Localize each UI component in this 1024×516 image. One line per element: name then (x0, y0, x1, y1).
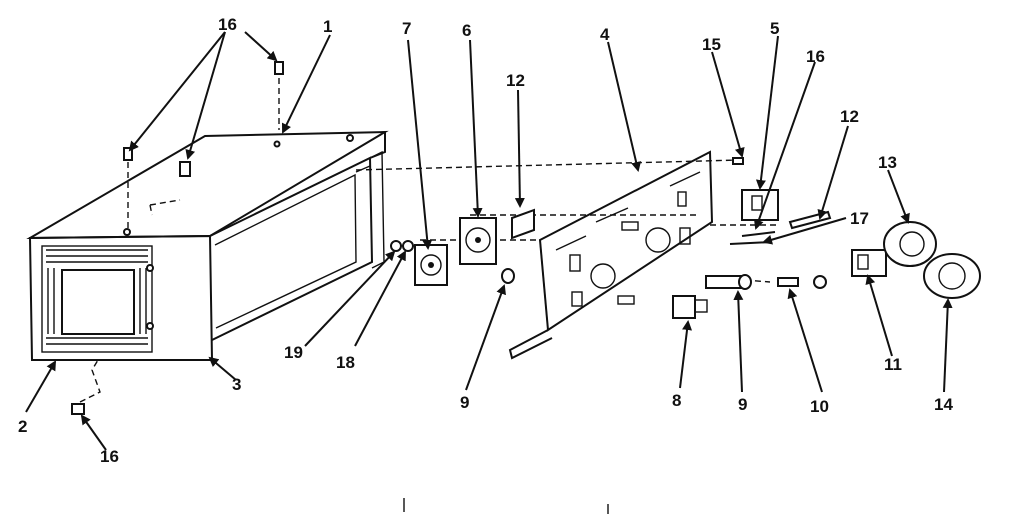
callout-12-right: 12 (840, 107, 859, 126)
screw-16-right (274, 61, 284, 130)
leader-lines (25, 31, 953, 451)
part-14-gauge (923, 253, 981, 299)
part-15-screw (732, 157, 744, 165)
part-10-fuse (777, 275, 827, 289)
callout-16-bottom: 16 (100, 447, 119, 466)
screw-16-left (123, 147, 133, 228)
part-17-pins (729, 231, 776, 245)
callout-10: 10 (810, 397, 829, 416)
callout-17: 17 (850, 209, 869, 228)
callout-11: 11 (884, 355, 902, 374)
callout-13: 13 (878, 153, 897, 172)
callout-3: 3 (232, 375, 241, 394)
callout-18: 18 (336, 353, 355, 372)
callout-9-right: 9 (738, 395, 747, 414)
callout-16-right: 16 (806, 47, 825, 66)
part-9-fuse-holder (705, 274, 752, 290)
part-8-switch (672, 295, 708, 319)
callout-8: 8 (672, 391, 681, 410)
callout-7: 7 (402, 19, 411, 38)
control-panel (508, 150, 714, 360)
part-12-plate (511, 208, 535, 240)
callout-labels: 16 1 7 6 12 4 15 5 16 12 13 17 2 3 16 19… (18, 15, 953, 466)
callout-1: 1 (323, 17, 332, 36)
callout-19: 19 (284, 343, 303, 362)
housing-cabinet (26, 130, 389, 361)
screw-16-bottom (71, 359, 101, 415)
part-18-nut (402, 240, 414, 252)
callout-15: 15 (702, 35, 721, 54)
grille-slots (46, 249, 148, 345)
part-7-receptacle (414, 244, 448, 286)
part-11-relay (851, 249, 887, 277)
callout-5: 5 (770, 19, 779, 38)
callout-2: 2 (18, 417, 27, 436)
callout-14: 14 (934, 395, 953, 414)
part-19-washer (390, 240, 402, 252)
part-6-receptacle (459, 217, 497, 265)
part-13-gauge (883, 221, 937, 267)
screw-16-middle (149, 161, 191, 216)
callout-4: 4 (600, 25, 610, 44)
callout-16-top: 16 (218, 15, 237, 34)
callout-12-left: 12 (506, 71, 525, 90)
part-12-bracket-right (788, 210, 832, 230)
callout-9-left: 9 (460, 393, 469, 412)
callout-6: 6 (462, 21, 471, 40)
part-9-grommet (501, 268, 515, 284)
